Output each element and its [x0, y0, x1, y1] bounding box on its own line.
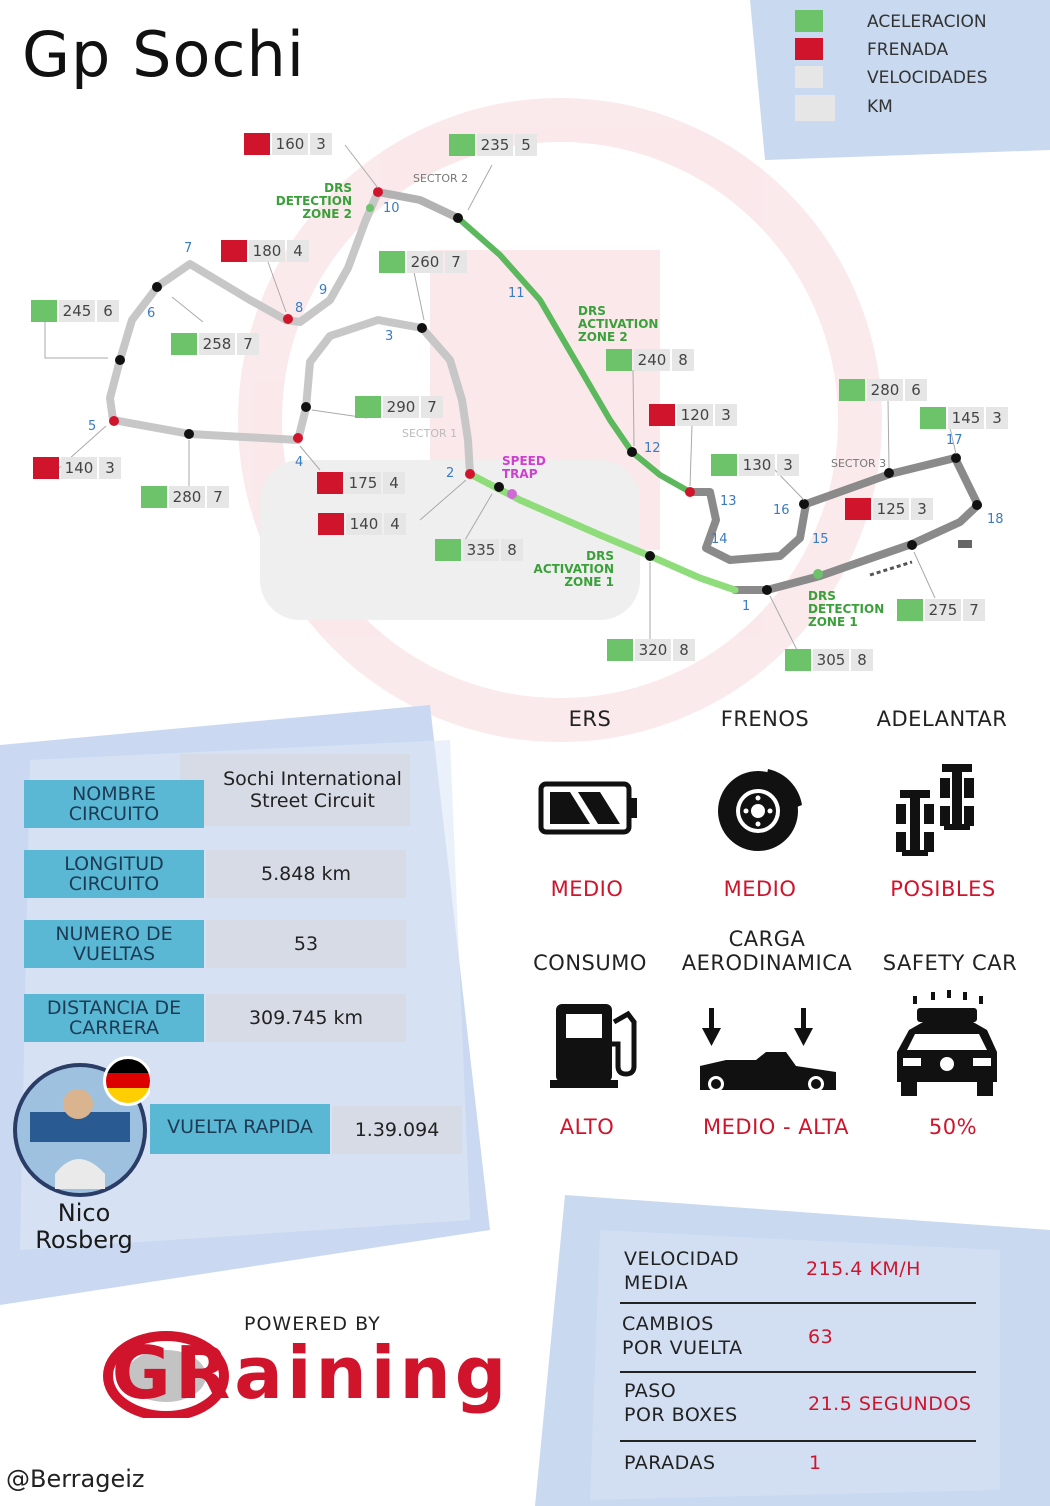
author-handle: @Berrageiz: [6, 1465, 145, 1493]
metric-value: POSIBLES: [890, 877, 996, 901]
stat-value: 215.4 KM/H: [806, 1258, 921, 1280]
metric-heading: SAFETY CAR: [882, 951, 1018, 975]
legend-swatch: [795, 95, 835, 121]
sector-1-label: SECTOR 1: [402, 427, 458, 440]
metric-heading: FRENOS: [720, 707, 810, 731]
fastest-lap-value: 1.39.094: [332, 1106, 462, 1154]
track-map: [44, 144, 982, 651]
metric-value: ALTO: [559, 1115, 615, 1139]
brand-logo: GRaining: [96, 1328, 526, 1418]
metric-value: MEDIO: [550, 877, 624, 901]
turn-number: 18: [987, 512, 1004, 527]
turn-number: 13: [720, 494, 737, 509]
circuit-name-box: [180, 754, 410, 826]
stat-label: PASO POR BOXES: [624, 1380, 738, 1426]
turn-number: 16: [773, 503, 790, 518]
metric-value: 50%: [928, 1115, 978, 1139]
turn-number: 9: [319, 283, 328, 298]
legend-item-frenada: FRENADA: [795, 38, 1035, 62]
metric-value: MEDIO: [723, 877, 797, 901]
sector-2-label: SECTOR 2: [413, 172, 469, 185]
circuit-name-label: NOMBRE CIRCUITO: [24, 780, 204, 828]
metric-heading: ERS: [568, 707, 612, 731]
drs-activation-zone-2: DRS ACTIVATION ZONE 2: [578, 304, 659, 344]
stat-divider: [620, 1440, 976, 1442]
fastest-lap-label: VUELTA RAPIDA: [150, 1104, 330, 1154]
turn-number: 6: [147, 306, 156, 321]
brand-logo-graphic: [103, 1331, 229, 1418]
race-distance-value: 309.745 km: [206, 994, 406, 1042]
race-distance-label: DISTANCIA DE CARRERA: [24, 994, 204, 1042]
legend-swatch: [795, 66, 823, 88]
page-title: Gp Sochi: [22, 18, 306, 91]
fuel-pump-icon: [550, 1004, 637, 1088]
stat-value: 63: [808, 1326, 834, 1348]
drs-detection-zone-2: DRS DETECTION ZONE 2: [275, 181, 352, 221]
brand-logo-text: GRaining: [111, 1331, 511, 1415]
metric-value: MEDIO - ALTA: [703, 1115, 849, 1139]
driver-name: Nico Rosberg: [35, 1199, 133, 1254]
overtaking-cars-icon: [896, 764, 974, 856]
metric-heading: CONSUMO: [533, 951, 647, 975]
drs-activation-zone-1: DRS ACTIVATION ZONE 1: [533, 549, 614, 589]
turn-number: 15: [812, 532, 829, 547]
safety-car-icon: [897, 990, 997, 1096]
turn-number: 1: [742, 599, 751, 614]
laps-label: NUMERO DE VUELTAS: [24, 920, 204, 968]
stat-divider: [620, 1371, 976, 1373]
sector-3-label: SECTOR 3: [831, 457, 887, 470]
circuit-name-value: Sochi International Street Circuit: [223, 768, 402, 812]
metric-heading: ADELANTAR: [876, 707, 1008, 731]
driver-avatar: [13, 1056, 150, 1197]
battery-icon: [538, 781, 637, 835]
stat-divider: [620, 1302, 976, 1304]
turn-number: 17: [946, 433, 963, 448]
legend-item-velocidades: VELOCIDADES: [795, 66, 1035, 90]
turn-number: 8: [295, 301, 304, 316]
laps-value: 53: [206, 920, 406, 968]
turn-number: 4: [295, 455, 304, 470]
turn-number: 3: [385, 329, 394, 344]
stat-label: PARADAS: [624, 1452, 716, 1474]
brake-disc-icon: [718, 769, 802, 851]
drs-detection-zone-1: DRS DETECTION ZONE 1: [808, 589, 885, 629]
legend-item-km: KM: [795, 95, 1035, 121]
stat-label: VELOCIDAD MEDIA: [624, 1248, 740, 1294]
turn-number: 11: [508, 286, 525, 301]
turn-number: 7: [184, 241, 193, 256]
downforce-icon: [700, 1008, 836, 1092]
turn-number: 10: [383, 201, 400, 216]
stat-value: 1: [809, 1452, 822, 1474]
powered-by-label: POWERED BY: [244, 1313, 381, 1335]
turn-number: 14: [711, 532, 728, 547]
turn-number: 5: [88, 419, 97, 434]
turn-number: 12: [644, 441, 661, 456]
legend-swatch: [795, 38, 823, 60]
stat-label: CAMBIOS POR VUELTA: [622, 1313, 743, 1359]
circuit-length-value: 5.848 km: [206, 850, 406, 898]
turn-number: 2: [446, 466, 455, 481]
track-path: [106, 188, 474, 478]
stat-value: 21.5 SEGUNDOS: [808, 1393, 972, 1415]
legend-swatch: [795, 10, 823, 32]
speed-trap-label: SPEED TRAP: [502, 454, 546, 481]
circuit-length-label: LONGITUD CIRCUITO: [24, 850, 204, 898]
metric-heading: CARGA AERODINAMICA: [681, 927, 853, 975]
legend-item-aceleracion: ACELERACION: [795, 10, 1035, 34]
